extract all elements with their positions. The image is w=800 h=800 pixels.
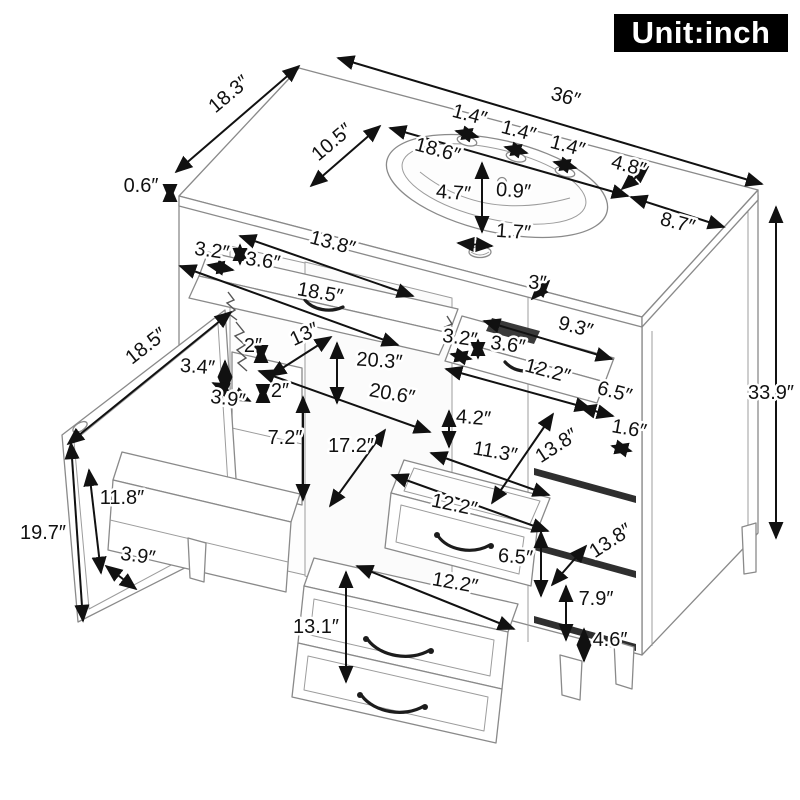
dimension-arrow (620, 165, 650, 191)
dimension-arrow (456, 236, 494, 253)
dimension-label: 13.1″ (293, 616, 339, 638)
dimension-arrow (550, 544, 588, 587)
dimension-arrow (83, 468, 107, 575)
dimension-arrow (578, 403, 615, 420)
drain-icon (468, 245, 492, 259)
drawer-handle (436, 534, 492, 552)
dimension-label: 7.2″ (268, 427, 303, 449)
dimension-arrow (178, 264, 400, 347)
dimension-arrow (552, 156, 578, 174)
drawer-handle (360, 694, 426, 714)
dimension-arrow (503, 141, 529, 159)
dimension-arrow (390, 473, 550, 533)
dimension-arrow (629, 194, 726, 230)
dimension-arrow (66, 310, 233, 446)
dimension-label: 19.7″ (20, 522, 66, 544)
dimension-label: 0.6″ (124, 175, 159, 197)
hinge-icon (443, 315, 455, 344)
dimension-arrow (355, 565, 516, 630)
dimension-arrow (482, 318, 614, 362)
unit-label: Unit:inch (631, 15, 771, 50)
dimension-arrow (610, 439, 633, 458)
dimension-label: 3.4″ (179, 355, 215, 379)
dimension-arrow (530, 279, 551, 301)
dimension-label: 3.9″ (209, 386, 247, 413)
dimension-arrow (444, 366, 593, 412)
dimension-arrow (449, 347, 473, 366)
dimension-arrow (454, 125, 480, 143)
dimension-arrow (211, 382, 252, 402)
dimension-label: 11.8″ (100, 487, 145, 509)
dimension-arrow (104, 564, 138, 591)
dimension-label: 1.7″ (495, 220, 531, 244)
dimension-label: 3″ (528, 271, 548, 294)
dimension-arrows (64, 55, 784, 684)
dimension-label: 4.6″ (593, 629, 628, 651)
drawer-handle (366, 638, 432, 658)
dimension-arrow (309, 124, 382, 188)
door-shelf-bin (107, 479, 292, 593)
dimension-label: 20.3″ (356, 348, 403, 373)
cabinet-legs (187, 522, 757, 701)
dimension-arrow (257, 369, 432, 434)
dimension-label: 0.9″ (495, 179, 531, 203)
dimension-arrow (64, 441, 90, 623)
dimension-arrow (336, 55, 764, 187)
dimension-arrow (174, 64, 301, 174)
dimension-label: 4.7″ (435, 181, 471, 205)
dimension-label: 7.9″ (579, 588, 614, 610)
dimension-label: 17.2″ (328, 435, 374, 457)
dimension-label: 2″ (244, 335, 262, 357)
dimension-label: 4.2″ (455, 406, 491, 430)
dimension-arrow (388, 125, 630, 199)
unit-label-box: Unit:inch (614, 14, 788, 52)
dimension-arrow (328, 428, 387, 508)
dimension-label: 33.9″ (748, 382, 794, 404)
dimension-label: 6.5″ (497, 545, 533, 569)
dimension-label: 2″ (271, 380, 289, 402)
dimension-label: 36″ (549, 83, 583, 112)
